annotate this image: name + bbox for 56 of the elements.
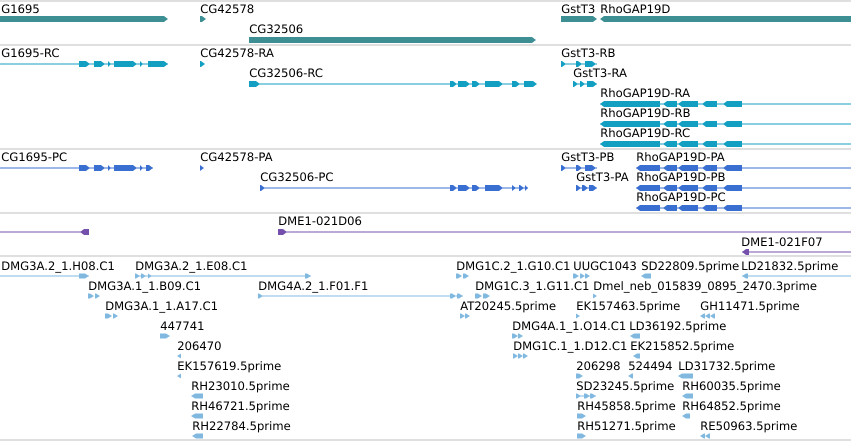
feature-label: GstT3-RA: [574, 68, 627, 78]
feature-label: RhoGAP19D-PC: [637, 192, 725, 202]
feature-label: GstT3-PB: [562, 152, 614, 162]
feature-label: G1695: [2, 4, 39, 14]
feature-label: DME1-021D06: [279, 216, 362, 226]
feature-label: G1695-RC: [2, 48, 59, 58]
feature-label: GstT3-RB: [562, 48, 615, 58]
feature-label: SD22809.5prime: [642, 261, 739, 272]
feature-label: RhoGAP19D-PB: [637, 172, 725, 182]
feature-label: 206470: [178, 341, 221, 350]
feature-label: 524494: [629, 361, 672, 370]
feature-label: GstT3: [562, 4, 594, 14]
feature-label: DMG4A.2_1.F01.F1: [259, 281, 368, 293]
feature-label: AT20245.5prime: [460, 301, 556, 312]
feature-label: CG42578: [200, 4, 254, 14]
feature-label: RH45858.5prime: [578, 401, 676, 412]
feature-label: RH60035.5prime: [683, 381, 780, 392]
feature-label: Dmel_neb_015839_0895_2470.3prime: [594, 281, 816, 293]
feature-label: CG32506-RC: [250, 68, 322, 78]
feature-label: DMG3A.2_1.H08.C1: [2, 261, 114, 273]
feature-label: DME1-021F07: [742, 237, 822, 246]
feature-label: DMG1C.2_1.G10.C1: [457, 261, 570, 273]
feature-label: RH23010.5prime: [192, 381, 290, 392]
feature-label: GH11471.5prime: [700, 301, 800, 312]
feature-label: EK157619.5prime: [178, 361, 281, 372]
feature-label: DMG3A.1_1.A17.C1: [106, 301, 217, 313]
feature-label: CG42578-PA: [200, 152, 272, 162]
feature-label: RhoGAP19D-PA: [637, 152, 725, 162]
feature-label: LD21832.5prime: [742, 261, 838, 272]
feature-label: DMG4A.1_1.O14.C1: [513, 321, 626, 333]
feature-label: DMG1C.1_1.D12.C1: [514, 341, 626, 353]
feature-label: RhoGAP19D: [601, 4, 670, 14]
feature-label: 206298: [577, 361, 620, 370]
feature-label: UUGC1043: [574, 261, 636, 270]
feature-label: SD23245.5prime: [576, 381, 674, 392]
feature-label: EK157463.5prime: [577, 301, 680, 312]
feature-label: LD31732.5prime: [679, 361, 775, 372]
feature-label: CG32506: [250, 24, 302, 34]
feature-label: DMG3A.2_1.E08.C1: [136, 261, 246, 273]
feature-label: DMG3A.1_1.B09.C1: [89, 281, 200, 293]
feature-label: RE50963.5prime: [701, 421, 797, 432]
feature-label: EK215852.5prime: [631, 341, 734, 352]
feature-label: RH51271.5prime: [578, 421, 676, 432]
feature-label: RH64852.5prime: [683, 401, 780, 412]
feature-label: CG32506-PC: [260, 172, 333, 182]
feature-label: RH22784.5prime: [193, 421, 290, 432]
feature-label: 447741: [160, 322, 204, 330]
feature-label: LD36192.5prime: [630, 321, 726, 332]
feature-label: CG42578-RA: [200, 48, 274, 58]
feature-label: RH46721.5prime: [192, 401, 290, 412]
feature-label: GstT3-PA: [576, 172, 629, 182]
feature-label: RhoGAP19D-RA: [601, 88, 690, 98]
feature-label: RhoGAP19D-RC: [601, 128, 690, 138]
feature-label: RhoGAP19D-RB: [601, 108, 690, 118]
feature-label: CG1695-PC: [2, 152, 66, 162]
feature-label: DMG1C.3_1.G11.C1: [476, 281, 588, 293]
